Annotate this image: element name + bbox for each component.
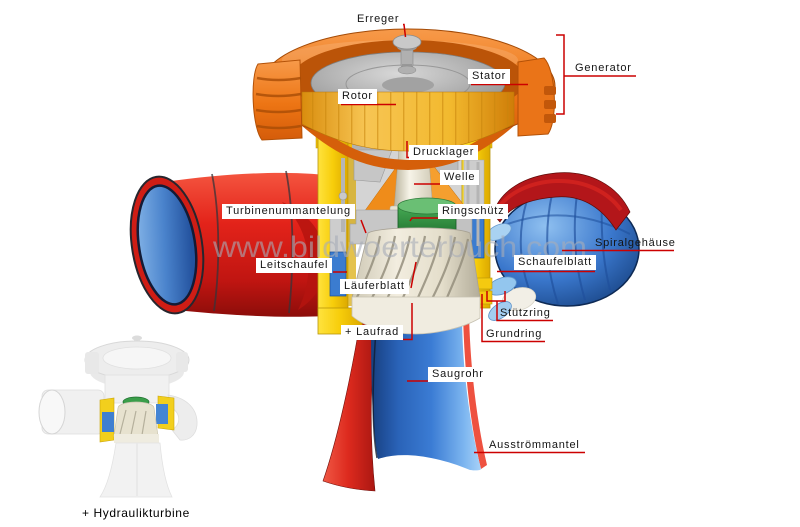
draft-tube <box>322 312 487 492</box>
label-hydraulikturbine-link[interactable]: + Hydraulikturbine <box>82 506 190 520</box>
label-stuetzring: Stützring <box>500 307 551 319</box>
label-ausstroemmantel: Ausströmmantel <box>489 439 580 451</box>
leader-stuetzring <box>496 301 553 322</box>
leader-turbinenummantelung <box>360 219 367 234</box>
miniature-turbine <box>38 335 198 498</box>
runner-band <box>351 296 481 335</box>
label-rotor: Rotor <box>338 89 377 104</box>
label-turbinenummantelung: Turbinenummantelung <box>222 204 355 219</box>
leader-ringschuetz <box>409 217 441 222</box>
label-generator: Generator <box>575 62 632 74</box>
leader-generator-bracket <box>556 34 565 115</box>
exciter <box>392 34 422 75</box>
label-laufrad-link[interactable]: + Laufrad <box>341 325 403 340</box>
leader-laeuferblatt <box>410 261 417 289</box>
label-laeuferblatt: Läuferblatt <box>340 279 409 294</box>
stator-clamp-right <box>517 57 555 137</box>
label-leitschaufel: Leitschaufel <box>256 258 333 273</box>
leader-stuetzring-bracket <box>486 291 506 302</box>
leader-laufrad <box>403 303 413 341</box>
label-welle: Welle <box>440 170 480 185</box>
spiral-casing <box>486 172 640 321</box>
label-schaufelblatt: Schaufelblatt <box>514 255 596 270</box>
label-stator: Stator <box>468 69 511 84</box>
label-grundring: Grundring <box>486 328 543 340</box>
label-spiralgehaeuse: Spiralgehäuse <box>595 237 676 249</box>
label-erreger: Erreger <box>353 12 404 27</box>
generator-assembly <box>252 28 556 171</box>
label-drucklager: Drucklager <box>409 145 479 160</box>
label-saugrohr: Saugrohr <box>428 367 488 382</box>
label-ringschuetz: Ringschütz <box>438 204 509 219</box>
leader-grundring <box>481 294 545 343</box>
